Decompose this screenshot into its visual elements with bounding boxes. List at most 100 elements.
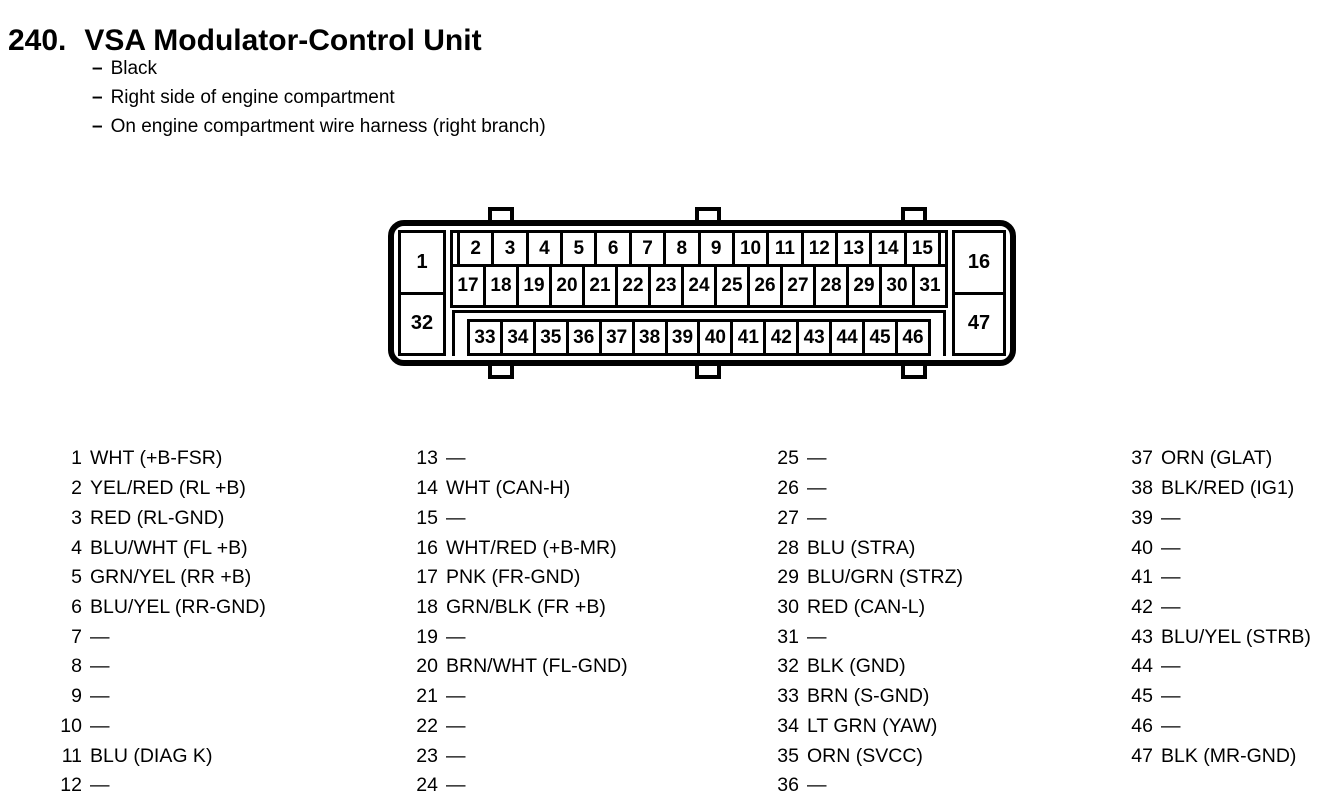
pin-row: 42— [1105, 593, 1344, 623]
pin-number: 5 [71, 566, 82, 589]
connector-pin-cell: 7 [628, 230, 667, 267]
pin-number: 4 [71, 536, 82, 559]
pin-wire-label: — [1161, 685, 1181, 708]
connector-pin-cell: 21 [582, 264, 618, 308]
connector-pin-cell: 26 [747, 264, 783, 308]
pin-number: 23 [416, 744, 438, 767]
connector-right-column: 16 47 [952, 230, 1006, 356]
pin-wire-label: WHT/RED (+B-MR) [446, 536, 617, 559]
pin-row: 12— [40, 771, 385, 801]
pin-row: 26 — [755, 474, 1100, 504]
pin-wire-label: ORN (GLAT) [1161, 447, 1273, 470]
pin-wire-label: — [90, 655, 110, 678]
pin-wire-label: BLK (GND) [807, 655, 906, 678]
connector-pin-cell: 33 [467, 319, 503, 356]
pin-number: 10 [60, 714, 82, 737]
pin-row: 40— [1105, 533, 1344, 563]
pin-wire-label: — [807, 774, 827, 797]
connector-pin-16: 16 [952, 230, 1006, 295]
pin-wire-label: — [807, 477, 827, 500]
connector-pin-cell: 11 [766, 230, 804, 267]
pin-wire-label: — [1161, 655, 1181, 678]
pin-number: 37 [1131, 447, 1153, 470]
pin-wire-label: BLU/YEL (STRB) [1161, 625, 1311, 648]
pin-number: 19 [416, 625, 438, 648]
pin-number: 38 [1131, 477, 1153, 500]
connector-pin-cell: 31 [912, 264, 948, 308]
connector-pin-cell: 37 [598, 319, 635, 356]
pin-wire-label: — [807, 447, 827, 470]
pin-row: 23— [395, 741, 740, 771]
note-dash: – [92, 87, 103, 108]
connector-pin-cell: 46 [894, 319, 931, 356]
pin-number: 7 [71, 625, 82, 648]
connector-pin-cell: 43 [796, 319, 833, 356]
pin-wire-label: GRN/BLK (FR +B) [446, 595, 606, 618]
pin-number: 9 [71, 685, 82, 708]
connector-pin-cell: 8 [663, 230, 701, 267]
pin-number: 22 [416, 714, 438, 737]
pin-row: 1 WHT (+B-FSR) [40, 444, 385, 474]
pin-number: 40 [1131, 536, 1153, 559]
connector-pin-47: 47 [952, 291, 1006, 356]
note-line: –Black [92, 54, 546, 83]
connector-pin-cell: 14 [869, 230, 907, 267]
section-title: VSA Modulator-Control Unit [84, 24, 482, 58]
note-text: Black [110, 58, 158, 79]
pin-wire-label: WHT (+B-FSR) [90, 447, 223, 470]
pin-row: 41— [1105, 563, 1344, 593]
connector-pin-cell: 19 [516, 264, 552, 308]
pin-row: 8— [40, 652, 385, 682]
connector-pin-cell: 18 [483, 264, 519, 308]
pin-wire-label: — [446, 625, 466, 648]
connector-pin-cell: 9 [697, 230, 735, 267]
pin-row: 22— [395, 711, 740, 741]
pin-row: 13— [395, 444, 740, 474]
pin-number: 35 [777, 744, 799, 767]
pin-row: 31— [755, 622, 1100, 652]
pin-wire-label: — [1161, 595, 1181, 618]
pin-number: 31 [777, 625, 799, 648]
pin-number: 18 [416, 595, 438, 618]
notes: –Black –Right side of engine compartment… [92, 54, 546, 141]
pin-number: 1 [71, 447, 82, 470]
pin-number: 32 [777, 655, 799, 678]
connector-pin-cell: 38 [631, 319, 668, 356]
note-dash: – [92, 116, 103, 137]
pin-number: 44 [1131, 655, 1153, 678]
pin-row: 32 BLK (GND) [755, 652, 1100, 682]
connector-pin-cell: 44 [829, 319, 866, 356]
pin-wire-label: — [446, 506, 466, 529]
pin-row: 39— [1105, 503, 1344, 533]
connector-pin-cell: 12 [800, 230, 838, 267]
connector-pin-cell: 35 [532, 319, 569, 356]
pin-number: 26 [777, 477, 799, 500]
connector-pin-cell: 10 [731, 230, 770, 267]
pin-number: 8 [71, 655, 82, 678]
pin-wire-label: BRN/WHT (FL-GND) [446, 655, 628, 678]
pin-number: 33 [777, 685, 799, 708]
pin-number: 25 [777, 447, 799, 470]
pin-wire-label: BLK (MR-GND) [1161, 744, 1297, 767]
blank-stub [938, 230, 948, 267]
pin-number: 21 [416, 685, 438, 708]
pin-wire-label: BLU/GRN (STRZ) [807, 566, 963, 589]
pin-wire-label: GRN/YEL (RR +B) [90, 566, 252, 589]
pin-wire-label: — [446, 774, 466, 797]
pin-row: 21— [395, 682, 740, 712]
pin-wire-label: LT GRN (YAW) [807, 714, 938, 737]
pin-row: 37 ORN (GLAT) [1105, 444, 1344, 474]
pin-number: 3 [71, 506, 82, 529]
pin-number: 36 [777, 774, 799, 797]
